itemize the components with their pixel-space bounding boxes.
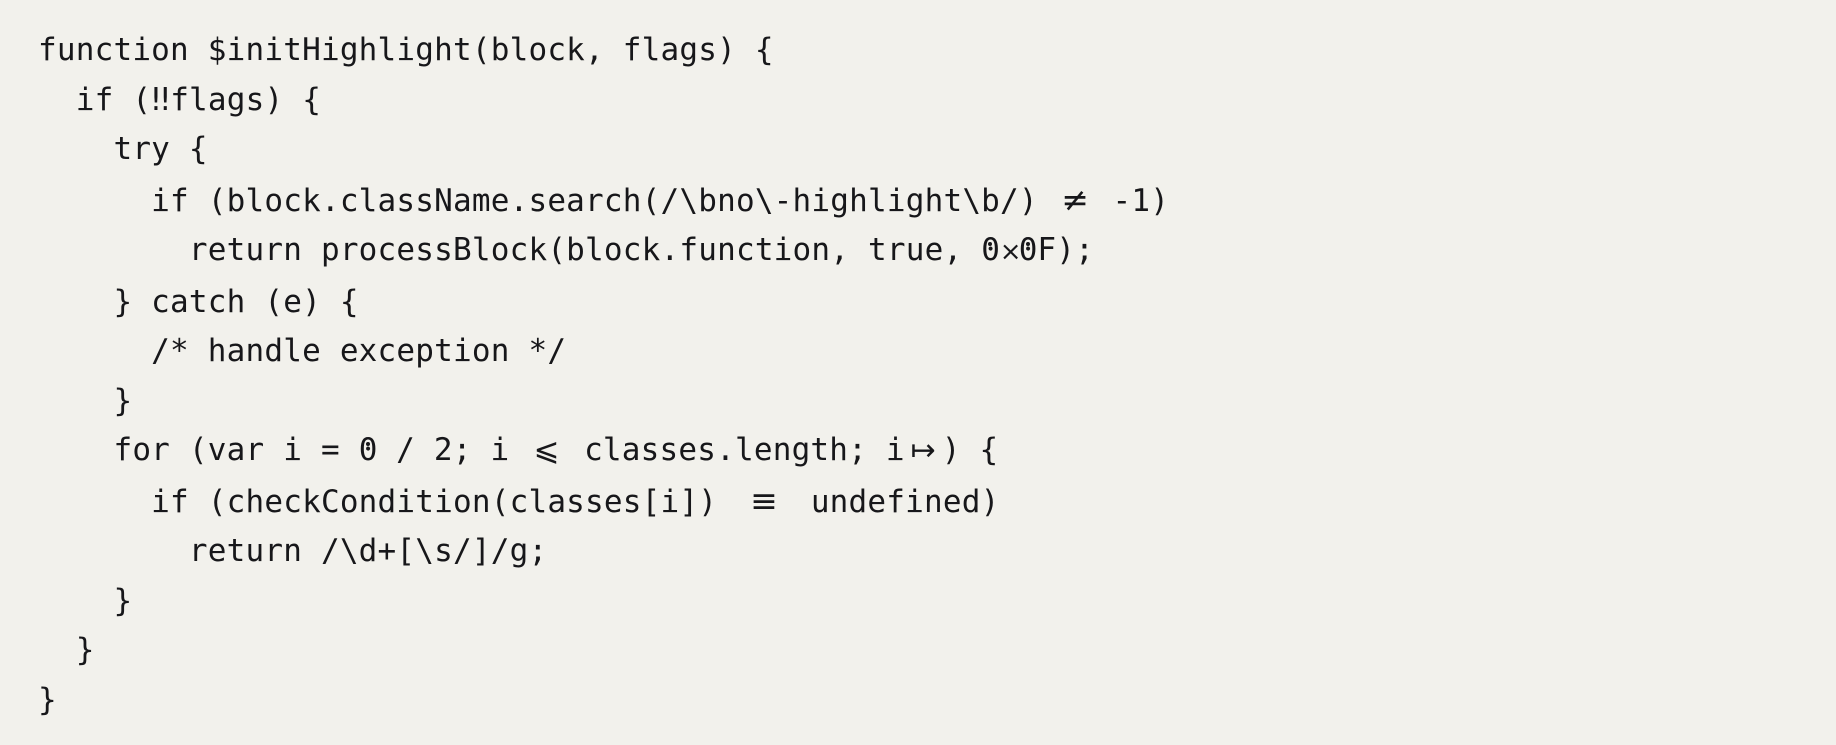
code-line: for (var i = 0 / 2; i ⩽ classes.length; … [38, 426, 1836, 476]
code-line: return processBlock(block.function, true… [38, 226, 1836, 278]
code-line: } [38, 632, 95, 668]
code-line: try { [38, 131, 208, 167]
code-line: } [38, 582, 133, 619]
increment-ligature-icon: ↦ [910, 433, 936, 468]
not-equal-ligature-icon: ≠ [1061, 179, 1090, 219]
code-line: if (‼flags) { [38, 76, 1836, 126]
slashed-zero-glyph: 0 [359, 426, 378, 476]
code-line: if (block.className.search(/\bno\-highli… [38, 175, 1836, 227]
double-bang-ligature-icon: ‼ [151, 81, 171, 118]
code-line: if (checkCondition(classes[i]) ≡ undefin… [38, 476, 1836, 528]
code-block[interactable]: function $initHighlight(block, flags) { … [38, 26, 1836, 725]
code-line: } [38, 681, 57, 718]
code-line: } [38, 382, 133, 419]
code-line: /* handle exception */ [38, 333, 567, 369]
code-line: return /\d+[\s/]/g; [38, 533, 548, 569]
hex-times-ligature-icon: × [999, 237, 1022, 267]
strict-equal-ligature-icon: ≡ [750, 480, 778, 520]
code-line: } catch (e) { [38, 283, 359, 320]
less-or-equal-ligature-icon: ⩽ [533, 432, 560, 468]
code-line: function $initHighlight(block, flags) { [38, 32, 774, 68]
slashed-zero-glyph: 0 [1019, 226, 1038, 276]
slashed-zero-glyph: 0 [981, 226, 1000, 276]
